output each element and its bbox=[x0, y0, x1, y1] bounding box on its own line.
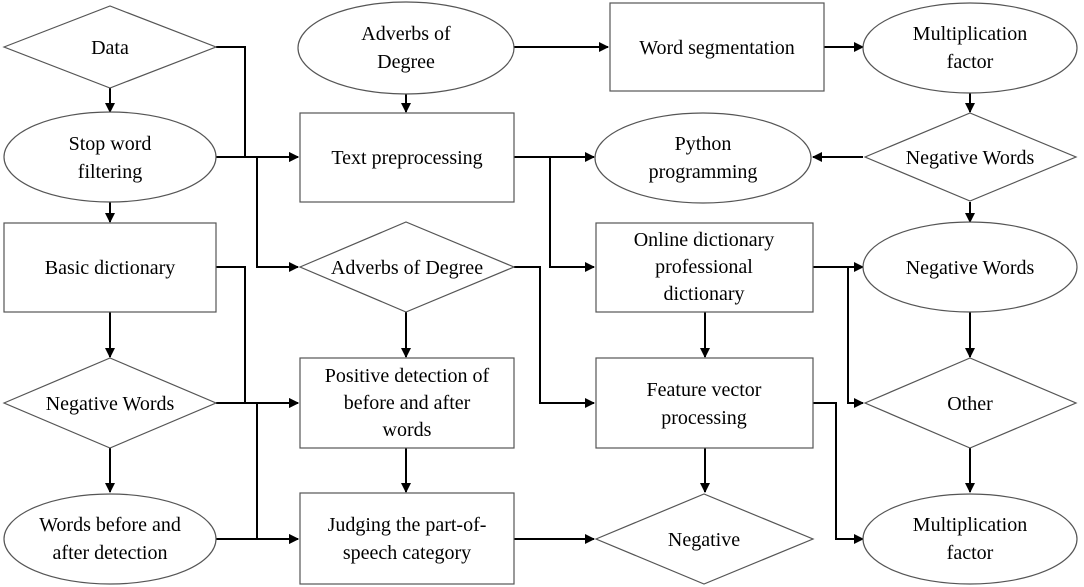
node-positive-detection-line-2: before and after bbox=[344, 392, 471, 414]
node-basic-dictionary-label: Basic dictionary bbox=[45, 257, 176, 279]
edge-adverbs-diamond-to-feature-vector bbox=[514, 266, 595, 408]
node-adverbs-of-degree-diamond: Adverbs of Degree bbox=[298, 221, 516, 313]
node-words-before-after-detection-line-1: Words before and bbox=[39, 514, 181, 536]
node-data: Data bbox=[2, 5, 218, 89]
node-text-preprocessing: Text preprocessing bbox=[299, 112, 515, 203]
edge-stop-word-to-adverbs-diamond bbox=[256, 157, 299, 272]
node-positive-detection-line-1: Positive detection of bbox=[325, 365, 490, 387]
node-negative-words-right-ellipse: Negative Words bbox=[862, 221, 1078, 313]
node-words-before-after-detection-line-2: after detection bbox=[53, 542, 168, 564]
node-python-programming-line-1: Python bbox=[675, 133, 732, 155]
node-judging-part-of-speech-line-2: speech category bbox=[343, 542, 471, 564]
node-feature-vector-processing-line-2: processing bbox=[661, 407, 747, 429]
node-data-label: Data bbox=[91, 37, 129, 59]
node-online-dictionary-line-2: professional bbox=[655, 256, 753, 278]
node-negative: Negative bbox=[594, 493, 815, 585]
node-online-dictionary: Online dictionary professional dictionar… bbox=[595, 222, 814, 313]
node-multiplication-factor-bottom: Multiplication factor bbox=[862, 493, 1078, 585]
node-word-segmentation-label: Word segmentation bbox=[639, 37, 795, 59]
node-stop-word-filtering-line-2: filtering bbox=[78, 161, 142, 183]
node-positive-detection-line-3: words bbox=[383, 419, 432, 441]
node-negative-words-right-diamond: Negative Words bbox=[863, 112, 1078, 202]
node-feature-vector-processing: Feature vector processing bbox=[595, 357, 814, 449]
node-python-programming-line-2: programming bbox=[649, 161, 758, 183]
edge-basic-dictionary-to-positive-detection bbox=[216, 266, 299, 408]
node-negative-label: Negative bbox=[668, 529, 740, 551]
node-words-before-after-detection: Words before and after detection bbox=[3, 493, 217, 585]
node-negative-words-right-ellipse-label: Negative Words bbox=[906, 257, 1035, 279]
node-online-dictionary-line-1: Online dictionary bbox=[634, 229, 775, 251]
node-stop-word-filtering-line-1: Stop word bbox=[69, 133, 152, 155]
node-feature-vector-processing-line-1: Feature vector bbox=[647, 379, 762, 401]
edge-online-dictionary-to-other bbox=[847, 267, 864, 408]
edge-data-to-text-preprocessing bbox=[216, 46, 299, 162]
node-negative-words-right-diamond-label: Negative Words bbox=[906, 147, 1035, 169]
node-adverbs-of-degree-top-line-2: Degree bbox=[377, 51, 435, 73]
node-multiplication-factor-top-line-2: factor bbox=[947, 51, 994, 73]
node-multiplication-factor-top-line-1: Multiplication bbox=[913, 23, 1027, 45]
node-positive-detection: Positive detection of before and after w… bbox=[299, 357, 515, 449]
node-judging-part-of-speech: Judging the part-of- speech category bbox=[299, 492, 515, 585]
node-other: Other bbox=[863, 357, 1078, 449]
edge-negative-words-to-judging bbox=[256, 403, 299, 544]
node-negative-words-left-diamond-label: Negative Words bbox=[46, 393, 175, 415]
node-multiplication-factor-bottom-line-1: Multiplication bbox=[913, 514, 1027, 536]
node-multiplication-factor-bottom-line-2: factor bbox=[947, 542, 994, 564]
node-negative-words-left-diamond: Negative Words bbox=[2, 357, 218, 449]
node-other-label: Other bbox=[947, 393, 993, 415]
node-stop-word-filtering: Stop word filtering bbox=[3, 111, 217, 203]
node-basic-dictionary: Basic dictionary bbox=[3, 222, 217, 313]
node-word-segmentation: Word segmentation bbox=[609, 2, 825, 92]
connectors bbox=[105, 42, 975, 544]
node-adverbs-of-degree-diamond-label: Adverbs of Degree bbox=[331, 257, 483, 279]
node-python-programming: Python programming bbox=[594, 112, 812, 204]
node-text-preprocessing-label: Text preprocessing bbox=[331, 147, 482, 169]
edge-text-preprocessing-to-online-dictionary bbox=[549, 157, 595, 272]
node-online-dictionary-line-3: dictionary bbox=[663, 283, 744, 305]
edge-feature-vector-to-multiplication-bottom bbox=[813, 402, 864, 544]
node-judging-part-of-speech-line-1: Judging the part-of- bbox=[328, 514, 487, 536]
node-adverbs-of-degree-top: Adverbs of Degree bbox=[297, 1, 515, 95]
node-adverbs-of-degree-top-line-1: Adverbs of bbox=[361, 23, 451, 45]
node-multiplication-factor-top: Multiplication factor bbox=[862, 2, 1078, 94]
